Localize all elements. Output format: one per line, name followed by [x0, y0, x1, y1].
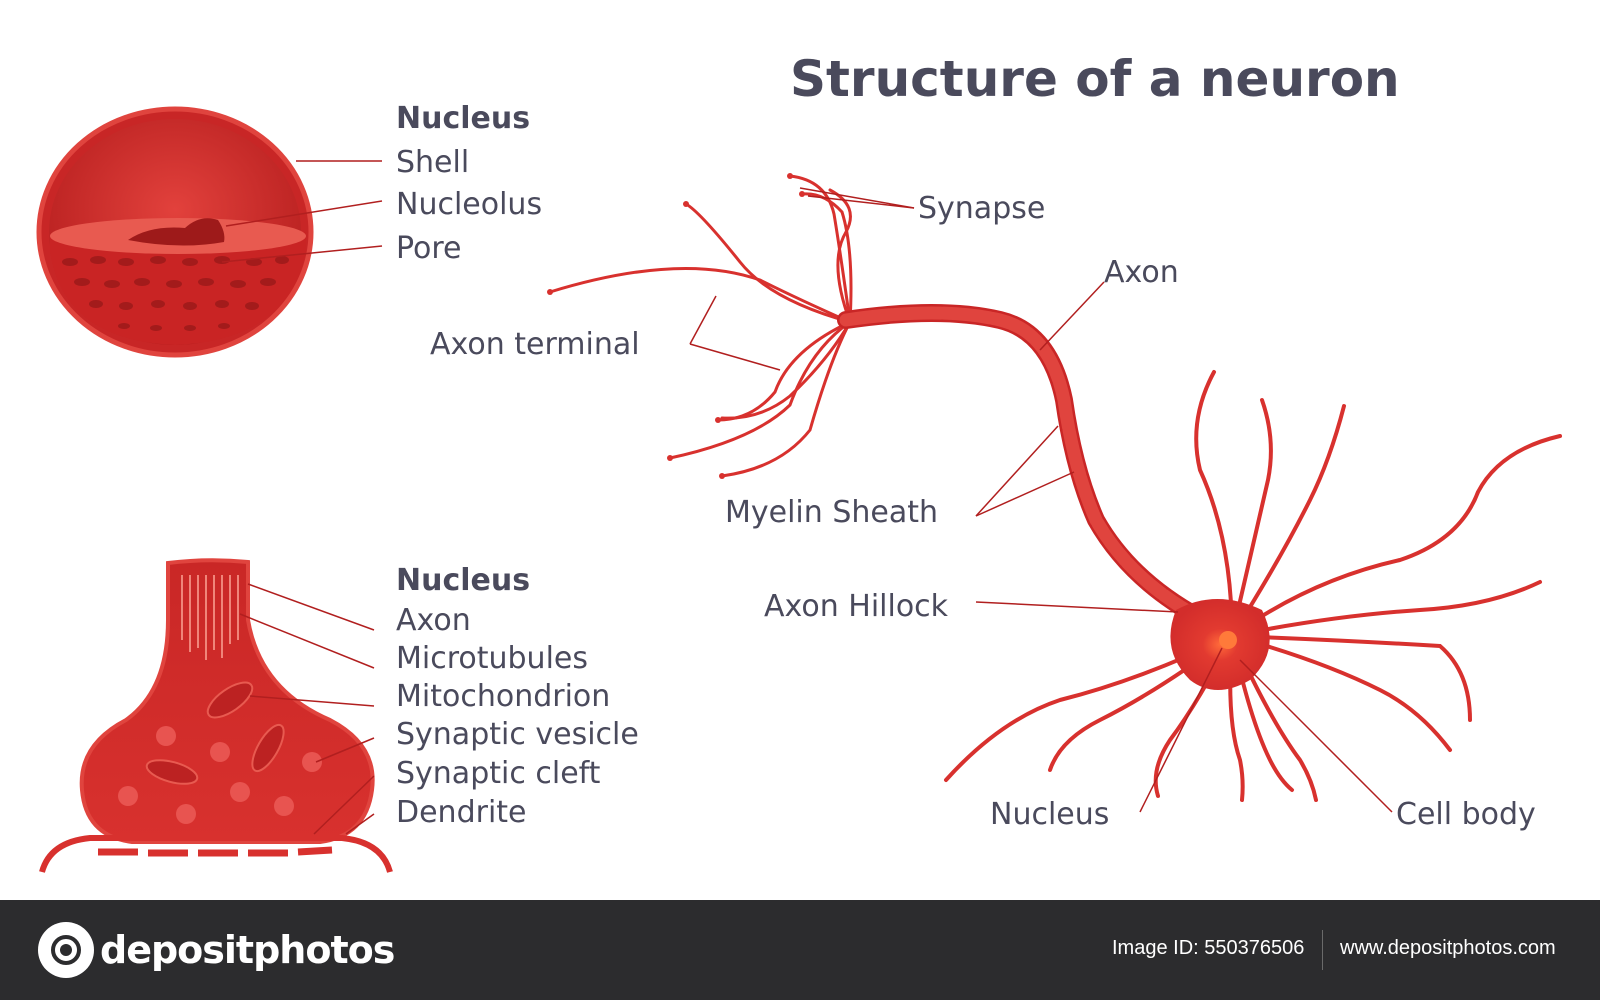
label-synaptic-cleft: Synaptic cleft [396, 756, 601, 791]
terminal-dots [547, 173, 805, 479]
brand-name: depositphotos [100, 928, 395, 972]
brand-logo[interactable]: depositphotos [38, 922, 395, 978]
label-shell: Shell [396, 145, 469, 180]
synaptic-vesicles [118, 726, 322, 824]
label-dendrite: Dendrite [396, 795, 527, 830]
label-microtubules: Microtubules [396, 641, 588, 676]
cell-body [1170, 599, 1270, 690]
neuron-illustration [547, 173, 1562, 802]
synapse-leader-lines [239, 583, 375, 835]
nuclear-pores [62, 256, 289, 331]
label-axon-hillock: Axon Hillock [764, 589, 949, 624]
label-axon-small: Axon [396, 603, 471, 638]
dendrite-membrane [98, 846, 333, 857]
cell-body-dendrites [944, 370, 1562, 802]
label-axon-terminal: Axon terminal [430, 327, 640, 362]
label-myelin-sheath: Myelin Sheath [725, 495, 938, 530]
nucleus-illustration [36, 106, 314, 358]
footer-divider [1322, 930, 1323, 970]
label-synaptic-vesicle: Synaptic vesicle [396, 717, 639, 752]
label-nucleolus: Nucleolus [396, 187, 542, 222]
axon-terminal-branches [548, 174, 853, 478]
label-mitochondrion: Mitochondrion [396, 679, 610, 714]
nucleus-panel-header: Nucleus [396, 101, 530, 136]
label-axon: Axon [1104, 255, 1179, 290]
neuron-diagram: Structure of a neuron Nucleus Shell Nucl… [36, 50, 1562, 873]
cell-nucleus [1219, 631, 1237, 649]
mitochondria [145, 681, 285, 785]
synapse-illustration [39, 558, 393, 873]
label-cell-body: Cell body [1396, 797, 1536, 832]
camera-icon [38, 922, 94, 978]
footer-bar: depositphotos Image ID: 550376506 www.de… [0, 900, 1600, 1000]
label-synapse: Synapse [918, 191, 1045, 226]
site-link[interactable]: www.depositphotos.com [1340, 937, 1556, 959]
nucleus-leader-lines [221, 160, 383, 263]
diagram-title: Structure of a neuron [790, 50, 1400, 108]
synapse-panel-header: Nucleus [396, 563, 530, 598]
label-nucleus: Nucleus [990, 797, 1109, 832]
microtubules [181, 575, 239, 660]
neuron-leader-lines [689, 187, 1393, 813]
label-pore: Pore [396, 231, 462, 266]
image-id: Image ID: 550376506 [1112, 937, 1305, 959]
myelin-segments [839, 306, 1207, 625]
